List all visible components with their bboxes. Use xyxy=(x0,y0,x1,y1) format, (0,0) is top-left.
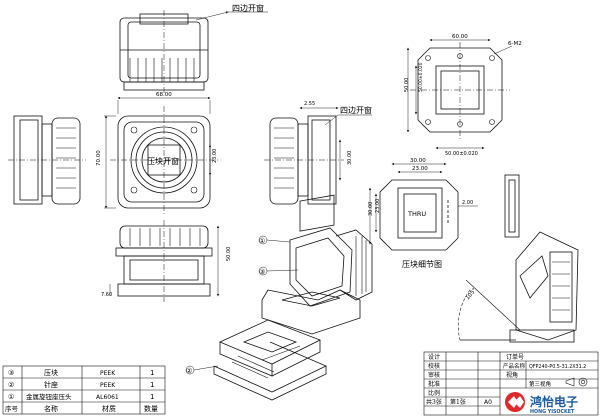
bom-header-no: 序号 xyxy=(5,404,19,413)
bom-row-0-material: PEEK xyxy=(100,370,116,377)
elevation-dims xyxy=(109,225,220,297)
tb-approve: 批准 xyxy=(428,380,440,388)
tb-scale: 比例 xyxy=(428,389,440,397)
pressblock-dims xyxy=(368,162,478,245)
window-leaders xyxy=(195,11,372,126)
front-height-dim: 70.00 xyxy=(96,150,102,166)
left-side-view xyxy=(8,115,86,205)
bottom-width-dim: 50.00±0.020 xyxy=(445,151,478,157)
side-top-dim: 2.55 xyxy=(304,101,315,107)
detail-w1-dim: 30.00 xyxy=(410,158,426,164)
tb-view-value: 第三视角 xyxy=(529,380,551,388)
bom-header-name: 名称 xyxy=(44,404,58,413)
bom-row-0-no: ③ xyxy=(8,369,14,377)
pressblock-window-label: 压块开窗 xyxy=(147,156,179,166)
bom-row-0-name: 压块 xyxy=(44,368,58,377)
tb-design: 设计 xyxy=(428,353,440,361)
callout-1: ① xyxy=(259,237,265,245)
title-block-text: 设计 校核 审核 批准 比例 共3张 第1张 A0 订单号 产品名称 QFP24… xyxy=(426,353,586,406)
tb-product-name-label: 产品名称 xyxy=(503,362,526,370)
detail-h1-dim: 30.00 xyxy=(368,202,374,216)
bom-row-1-name: 针座 xyxy=(44,380,58,389)
isometric-view xyxy=(213,194,373,401)
bom-row-2-qty: 1 xyxy=(150,393,154,401)
tb-view-label: 视角 xyxy=(506,371,518,379)
callouts xyxy=(185,235,299,375)
right-side-view xyxy=(264,106,344,205)
bom-row-1-qty: 1 xyxy=(150,381,154,389)
detail-w2-dim: 23.00 xyxy=(412,166,428,172)
tb-sheets: 共3张 xyxy=(426,398,442,406)
bom-text: ③ 压块 PEEK 1 ② 针座 PEEK 1 ① 金属旋钮座压头 AL6061… xyxy=(5,368,158,413)
thread-dim: 6-M2 xyxy=(508,41,522,47)
elev-base-dim: 7.60 xyxy=(101,292,112,298)
third-angle-projection-icon xyxy=(565,377,588,387)
front-dims xyxy=(104,96,212,209)
logo-cn-text: 鸿怡电子 xyxy=(530,394,578,409)
front-inner-dim: 23.00 xyxy=(212,149,218,163)
elevation-view xyxy=(115,220,213,302)
pressblock-detail-label: 压块细节图 xyxy=(402,259,442,269)
tb-size: A0 xyxy=(484,399,492,406)
side-left-tol-dim: 50.00±0.020 xyxy=(418,62,424,92)
top-width-dim: 60.00 xyxy=(452,34,468,40)
thru-label: THRU xyxy=(407,210,426,218)
detail-gap-dim: 2.00 xyxy=(462,200,473,206)
tb-sheet: 第1张 xyxy=(450,398,466,406)
window-right-label: 四边开窗 xyxy=(340,105,372,115)
side-left-dim: 50.00 xyxy=(404,78,410,92)
bottom-view-dims xyxy=(406,38,513,150)
title-block xyxy=(423,351,599,416)
profile-view xyxy=(504,174,520,238)
bom-row-2-no: ① xyxy=(8,393,14,401)
company-logo xyxy=(505,392,594,413)
pressblock-detail xyxy=(379,179,459,251)
tb-check: 校核 xyxy=(428,362,440,370)
window-top-label: 四边开窗 xyxy=(232,3,264,13)
front-view xyxy=(110,106,218,214)
callout-3: ③ xyxy=(259,268,265,276)
side-height-dim: 30.00 xyxy=(347,151,353,165)
bom-row-1-material: PEEK xyxy=(100,382,116,389)
elev-height-dim: 50.00 xyxy=(226,247,232,261)
tb-audit: 审核 xyxy=(428,371,440,379)
detail-h2-dim: 23.00 xyxy=(375,199,381,213)
bom-row-0-qty: 1 xyxy=(150,369,154,377)
logo-en-text: HONG YISOCKET xyxy=(530,409,575,415)
bom-row-1-no: ② xyxy=(8,381,14,389)
bom-header-material: 材质 xyxy=(102,404,116,413)
bom-table xyxy=(2,365,166,415)
front-width-dim: 68.00 xyxy=(156,92,172,98)
bom-row-2-name: 金属旋钮座压头 xyxy=(26,392,72,401)
open-angle-view xyxy=(458,231,579,343)
tb-order-no: 订单号 xyxy=(506,353,524,361)
callout-2: ② xyxy=(186,367,192,375)
bottom-view xyxy=(410,42,510,140)
bom-row-2-material: AL6061 xyxy=(96,394,119,401)
bom-header-qty: 数量 xyxy=(144,404,158,413)
tb-product-name: QFP240-P0.5-31.2X31.2 xyxy=(529,364,586,370)
top-plan-view xyxy=(119,10,209,94)
